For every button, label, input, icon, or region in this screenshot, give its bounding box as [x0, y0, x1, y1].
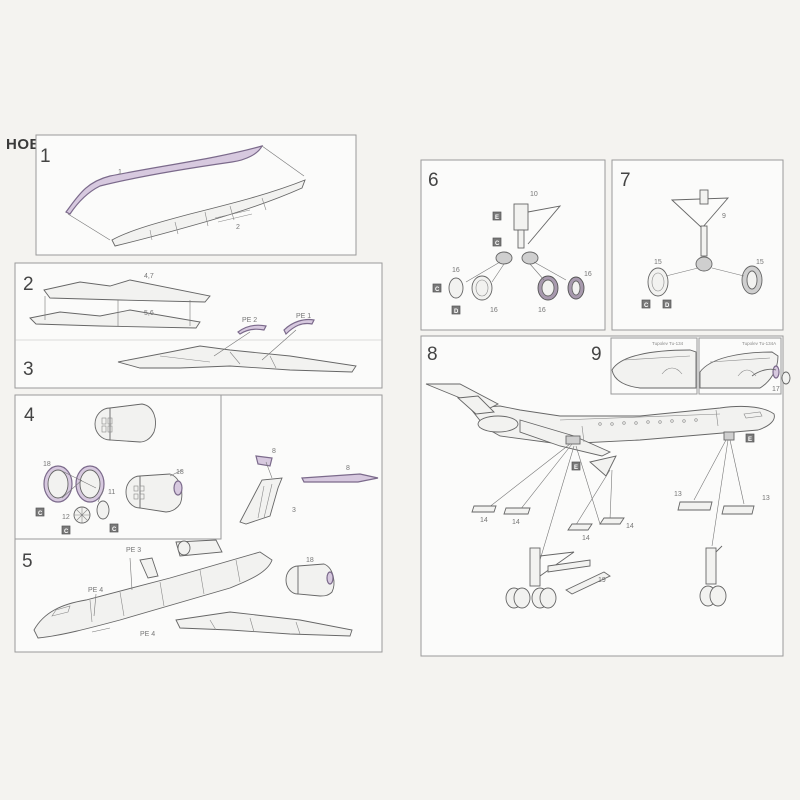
- svg-text:C: C: [64, 529, 69, 535]
- part-label-pe4b: PE 4: [140, 631, 155, 638]
- wing-assembly: [117, 345, 357, 373]
- stabilizer-upper: [43, 279, 211, 303]
- part-label-8b: 8: [346, 465, 350, 472]
- svg-text:C: C: [495, 241, 500, 247]
- main-gear-leg: [495, 203, 562, 265]
- engine-nacelle-top: [94, 403, 156, 443]
- step-2-number: 2: [23, 274, 34, 295]
- part-label-18b: 18: [176, 469, 184, 476]
- tag-c: [35, 507, 45, 517]
- step-8-9-panel: 8 9 Tupolev Tu-134 Tupolev Tu-134A 17: [420, 335, 791, 657]
- aircraft-side-view: [425, 383, 775, 457]
- svg-text:D: D: [665, 303, 670, 309]
- part-label-15b: 15: [756, 259, 764, 266]
- part-label-16d: 16: [584, 271, 592, 278]
- part-label-18a: 18: [43, 461, 51, 468]
- part-label-13a: 13: [674, 491, 682, 498]
- part-label-11: 11: [108, 489, 115, 496]
- gear-door: [589, 455, 617, 477]
- svg-text:E: E: [748, 437, 752, 443]
- step-2-3-panel: 2 3 4,7 5,6 PE 2 PE 1: [14, 262, 383, 389]
- engine-nacelle-side: [125, 473, 183, 513]
- nose-gear-leg: [670, 189, 730, 272]
- pe-1-part: [283, 318, 315, 336]
- tail-fin: [239, 455, 379, 525]
- part-label-16c: 16: [538, 307, 546, 314]
- step-9-number: 9: [591, 344, 602, 365]
- part-label-14a: 14: [480, 517, 488, 524]
- step-6-number: 6: [428, 170, 439, 191]
- part-label-16a: 16: [452, 267, 460, 274]
- gear-doors-13: [677, 501, 755, 515]
- canopy-part-1: [65, 145, 264, 215]
- pe-2-part: [237, 324, 267, 335]
- step-7-number: 7: [620, 170, 631, 191]
- step-4-number: 4: [24, 405, 35, 426]
- stabilizer-lower: [29, 309, 201, 329]
- part-label-pe2: PE 2: [242, 317, 257, 324]
- part-label-19: 19: [598, 577, 606, 584]
- part-label-pe4a: PE 4: [88, 587, 103, 594]
- step-1-number: 1: [40, 146, 51, 167]
- part-label-14d: 14: [626, 523, 634, 530]
- step-5-number: 5: [22, 551, 33, 572]
- part-label-4-7: 4,7: [144, 273, 154, 280]
- wheels-16: [448, 275, 585, 301]
- part-label-14b: 14: [512, 519, 520, 526]
- step-4-5-panel: 4 5 18 18 11 12 C C C: [14, 394, 383, 653]
- nose-wheel-15a: [647, 267, 669, 297]
- part-label-12: 12: [62, 514, 70, 521]
- part-label-8a: 8: [272, 448, 276, 455]
- engine-nacelle-step5: [285, 563, 335, 597]
- part-label-10: 10: [530, 191, 538, 198]
- part-label-9: 9: [722, 213, 726, 220]
- part-label-16b: 16: [490, 307, 498, 314]
- part-label-18c: 18: [306, 557, 314, 564]
- svg-text:C: C: [435, 287, 440, 293]
- part-label-pe3: PE 3: [126, 547, 141, 554]
- step-7-panel: 7 9 15 15 C D: [611, 159, 784, 331]
- step-6-panel: 6 E C 10 C D 16 16 16 16: [420, 159, 606, 331]
- part-label-17: 17: [772, 386, 780, 393]
- part-label-5-6: 5,6: [144, 310, 154, 317]
- part-label-15a: 15: [654, 259, 662, 266]
- svg-text:C: C: [112, 527, 117, 533]
- part-label-14c: 14: [582, 535, 590, 542]
- part-label-13b: 13: [762, 495, 770, 502]
- svg-text:E: E: [574, 465, 578, 471]
- svg-text:D: D: [454, 309, 459, 315]
- part-label-pe1: PE 1: [296, 313, 311, 320]
- caption-tu134: Tupolev Tu-134: [652, 341, 684, 346]
- caption-tu134a: Tupolev Tu-134A: [742, 341, 776, 346]
- svg-text:C: C: [644, 303, 649, 309]
- step-8-number: 8: [427, 344, 438, 365]
- part-label-2: 2: [236, 224, 240, 231]
- part-label-1: 1: [118, 169, 122, 176]
- step-3-number: 3: [23, 359, 34, 380]
- main-gear-assembly: [505, 547, 611, 609]
- gear-doors-14: [471, 505, 625, 531]
- svg-text:E: E: [495, 215, 499, 221]
- fuselage-part-2: [111, 179, 306, 247]
- part-label-3: 3: [292, 507, 296, 514]
- fuselage-assembly: [33, 539, 353, 639]
- nose-gear-assembly: [699, 545, 727, 607]
- svg-text:C: C: [38, 511, 43, 517]
- step-1-panel: 1 1 2: [35, 134, 357, 256]
